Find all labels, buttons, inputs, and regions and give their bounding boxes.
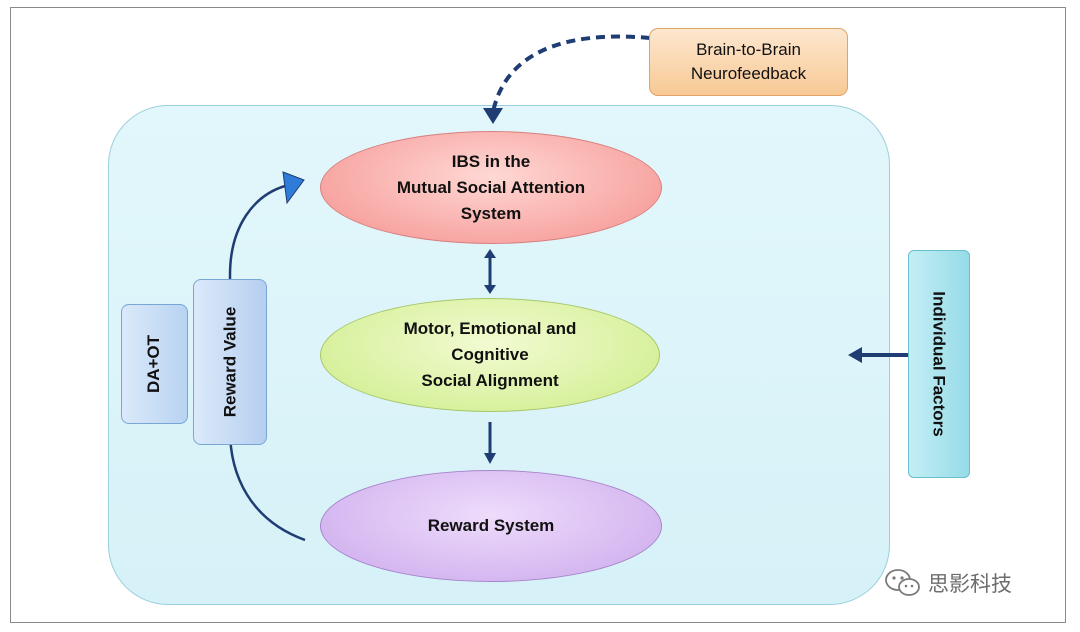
wechat-icon xyxy=(885,569,920,596)
watermark: 思影科技 xyxy=(884,568,1012,598)
reward-system-node: Reward System xyxy=(320,470,662,582)
reward-system-node-label: Reward System xyxy=(427,516,555,535)
ibs-node: IBS in the Mutual Social Attention Syste… xyxy=(320,131,662,244)
individual-factors-label: Individual Factors xyxy=(930,291,950,437)
individual-factors-box: Individual Factors xyxy=(908,250,970,478)
reward-value-box: Reward Value xyxy=(193,279,267,445)
da-ot-box: DA+OT xyxy=(121,304,188,424)
social-alignment-node-label: Motor, Emotional and Cognitive Social Al… xyxy=(403,319,577,390)
social-alignment-node: Motor, Emotional and Cognitive Social Al… xyxy=(320,298,660,412)
da-ot-label: DA+OT xyxy=(144,334,164,394)
brain-to-brain-box: Brain-to-Brain Neurofeedback xyxy=(649,28,848,96)
brain-to-brain-label: Brain-to-Brain Neurofeedback xyxy=(690,40,807,83)
reward-value-label: Reward Value xyxy=(220,306,239,418)
ibs-node-label: IBS in the Mutual Social Attention Syste… xyxy=(396,151,586,223)
watermark-text: 思影科技 xyxy=(928,573,1012,596)
